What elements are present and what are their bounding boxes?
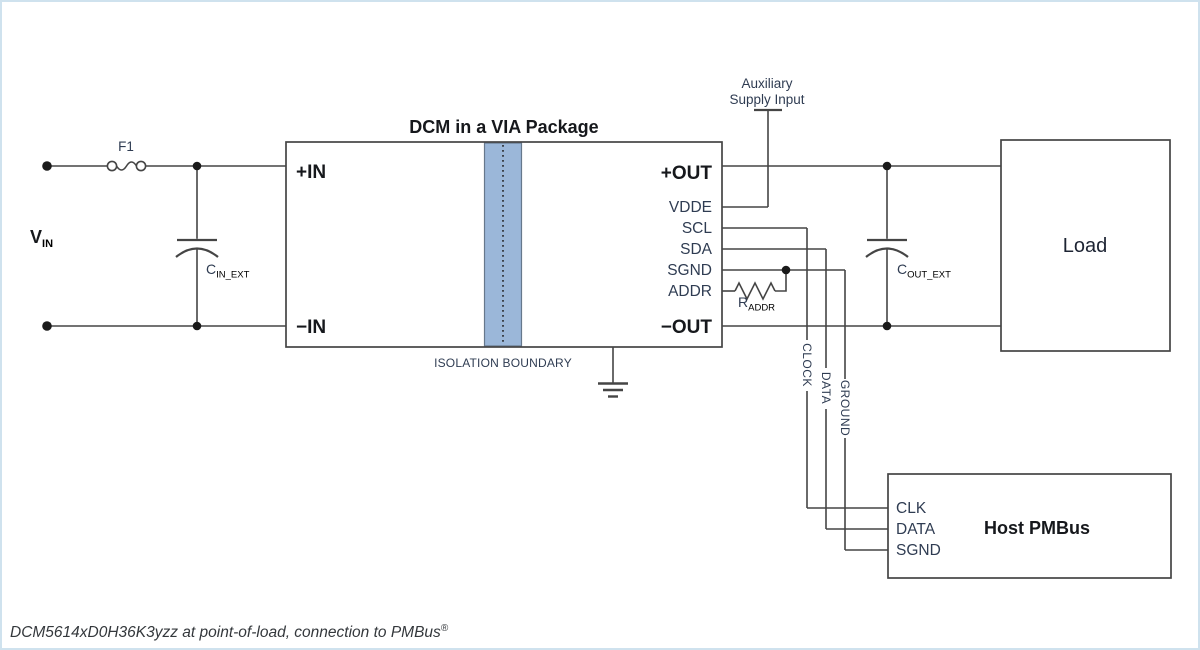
junction-dot-cout-top	[882, 161, 892, 171]
pin-label-neg-out: −OUT	[661, 317, 713, 338]
isolation-band	[483, 142, 523, 347]
bus-label-ground: GROUND	[838, 380, 852, 436]
host-pin-data: DATA	[896, 521, 936, 538]
cin-plate-curved	[175, 247, 219, 258]
fuse-terminal-left	[106, 160, 118, 172]
pin-label-sda: SDA	[680, 241, 713, 258]
aux-supply-label-line2: Supply Input	[729, 92, 804, 107]
pin-label-sgnd: SGND	[667, 262, 712, 279]
terminal-dot-vin-neg	[42, 321, 52, 331]
bus-label-clock: CLOCK	[800, 343, 814, 387]
isolation-boundary-label: ISOLATION BOUNDARY	[434, 356, 572, 370]
dcm-box	[285, 141, 723, 348]
registered-mark: ®	[440, 623, 449, 634]
pin-label-pos-out: +OUT	[661, 163, 713, 184]
host-pmbus-box	[887, 473, 1172, 579]
fuse-terminal-right	[135, 160, 147, 172]
vin-label: VIN	[30, 227, 53, 250]
bus-label-data: DATA	[819, 372, 833, 404]
dcm-title: DCM in a VIA Package	[409, 117, 598, 137]
junction-dot-cin-top	[192, 161, 202, 171]
junction-dot-cout-bottom	[882, 321, 892, 331]
pin-label-addr: ADDR	[668, 283, 712, 300]
wire-addr-to-sgnd	[775, 270, 787, 292]
fuse-element	[115, 161, 138, 171]
host-pmbus-title: Host PMBus	[984, 518, 1090, 538]
cout-label: COUT_EXT	[897, 261, 951, 281]
raddr-label: RADDR	[738, 294, 775, 314]
figure-caption: DCM5614xD0H36K3yzz at point-of-load, con…	[10, 623, 448, 642]
junction-dot-addr-sgnd	[781, 265, 791, 275]
terminal-dot-vin-pos	[42, 161, 52, 171]
host-pin-clk: CLK	[896, 500, 927, 517]
pin-label-pos-in: +IN	[296, 162, 326, 183]
pin-label-scl: SCL	[682, 220, 713, 237]
aux-supply-label-line1: Auxiliary	[741, 76, 792, 91]
pin-label-vdde: VDDE	[669, 199, 712, 216]
figure-caption-text: DCM5614xD0H36K3yzz at point-of-load, con…	[10, 624, 441, 642]
load-label: Load	[1063, 235, 1108, 257]
pin-label-neg-in: −IN	[296, 317, 326, 338]
load-box	[1000, 139, 1171, 352]
host-pin-sgnd: SGND	[896, 542, 941, 559]
cin-label: CIN_EXT	[206, 261, 250, 281]
junction-dot-cin-bottom	[192, 321, 202, 331]
cout-plate-curved	[865, 247, 909, 258]
raddr-resistor	[734, 281, 776, 301]
fuse-label: F1	[118, 139, 134, 154]
